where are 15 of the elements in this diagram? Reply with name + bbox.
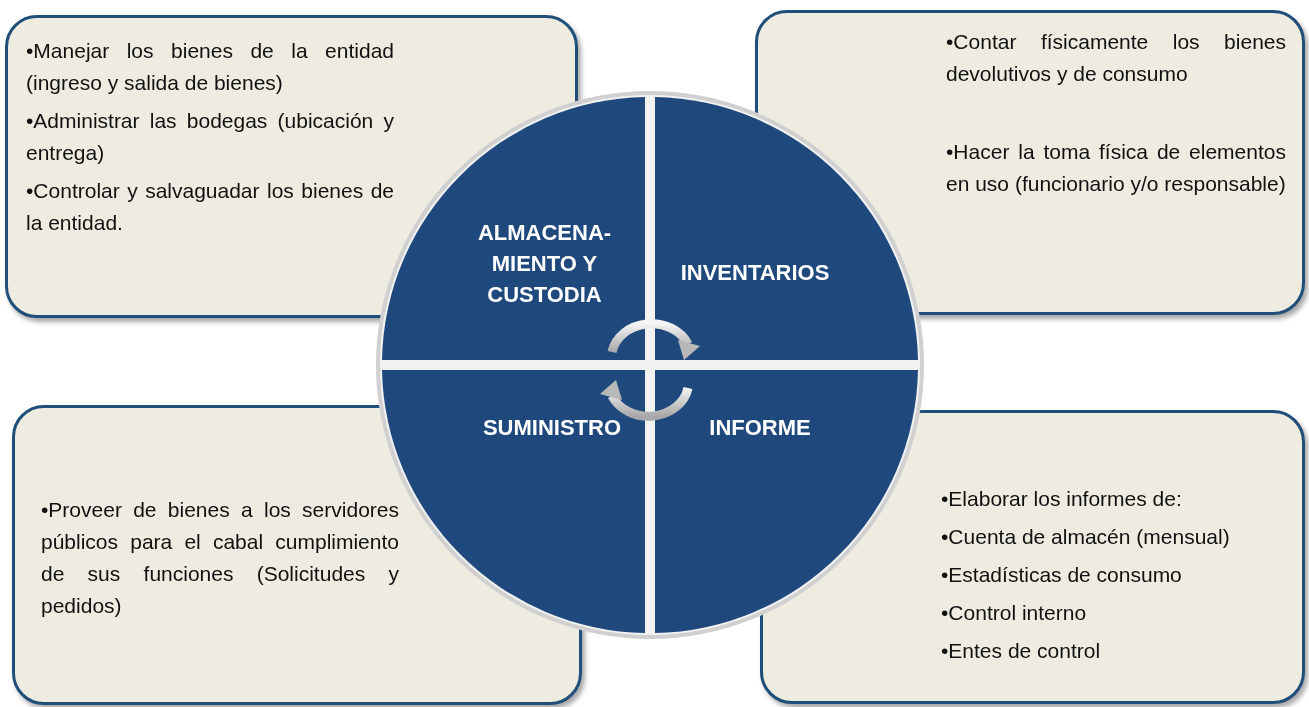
bullet-text: •Proveer de bienes a los servidores públicos para el cabal cumplimiento de sus funciones (Solicitudes y pedidos) xyxy=(41,497,399,619)
quadrant-label: ALMACENA- MIENTO Y CUSTODIA xyxy=(476,219,613,309)
bullet-text: •Estadísticas de consumo xyxy=(941,562,1183,588)
bullet-text: •Elaborar los informes de: xyxy=(941,486,1183,512)
quadrant-label: INFORME xyxy=(708,414,812,442)
bullet-text: •Control interno xyxy=(941,600,1088,626)
bullet-text: •Controlar y salvaguadar los bienes de la entidad. xyxy=(26,178,394,236)
bullet-text: •Contar físicamente los bienes devolutivos y de consumo xyxy=(946,29,1286,87)
quadrant-label: SUMINISTRO xyxy=(481,414,623,442)
quadrant-label: INVENTARIOS xyxy=(679,259,831,287)
bullet-text: •Hacer la toma física de elementos en uso (funcionario y/o responsable) xyxy=(946,139,1286,197)
bullet-text: •Administrar las bodegas (ubicación y entrega) xyxy=(26,108,394,166)
bullet-text: •Entes de control xyxy=(941,638,1102,664)
bullet-text: •Cuenta de almacén (mensual) xyxy=(941,524,1231,550)
bullet-text: •Manejar los bienes de la entidad (ingreso y salida de bienes) xyxy=(26,38,394,96)
